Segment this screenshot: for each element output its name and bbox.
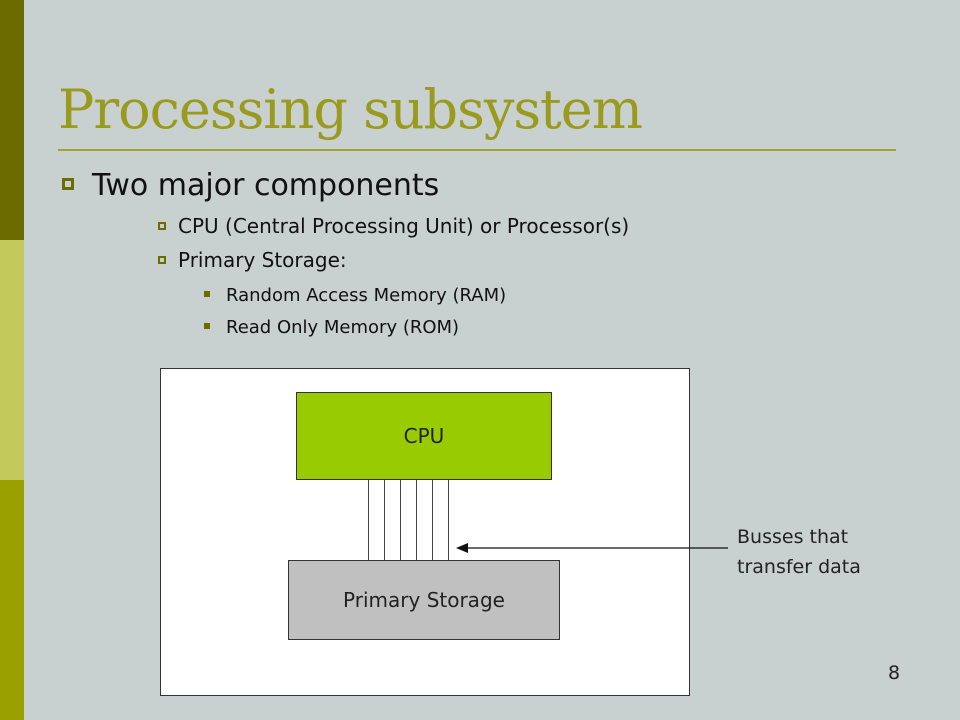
side-stripe-top — [0, 0, 24, 240]
storage-label: Primary Storage — [343, 588, 505, 612]
cpu-label: CPU — [403, 424, 445, 448]
bullet-text: CPU (Central Processing Unit) or Process… — [178, 214, 630, 238]
bullet-level2: Primary Storage: — [158, 248, 347, 272]
filled-square-bullet-icon — [204, 291, 210, 297]
bus-annotation-line1: Busses that — [737, 526, 849, 548]
primary-storage-block: Primary Storage — [288, 560, 560, 640]
bullet-text: Primary Storage: — [178, 248, 347, 272]
bullet-level1: Two major components — [62, 168, 439, 203]
square-bullet-icon — [158, 255, 166, 264]
square-bullet-icon — [62, 177, 74, 190]
side-stripe-bottom — [0, 480, 24, 720]
bullet-text: Read Only Memory (ROM) — [226, 317, 460, 338]
bus-line — [448, 480, 449, 560]
bullet-text: Two major components — [92, 168, 440, 203]
arrow-icon — [456, 543, 728, 553]
bus-annotation-line2: transfer data — [737, 556, 861, 578]
bullet-level3: Read Only Memory (ROM) — [204, 317, 459, 338]
bus-line — [384, 480, 385, 560]
bullet-level3: Random Access Memory (RAM) — [204, 285, 506, 306]
bus-line — [432, 480, 433, 560]
page-number: 8 — [888, 662, 901, 684]
bullet-level2: CPU (Central Processing Unit) or Process… — [158, 214, 629, 238]
bus-line — [368, 480, 369, 560]
filled-square-bullet-icon — [204, 323, 210, 329]
title-divider — [58, 149, 896, 151]
side-stripe-middle — [0, 240, 24, 480]
bullet-text: Random Access Memory (RAM) — [226, 285, 507, 306]
bus-line — [416, 480, 417, 560]
bus-line — [400, 480, 401, 560]
slide-title: Processing subsystem — [58, 78, 643, 141]
cpu-block: CPU — [296, 392, 552, 480]
square-bullet-icon — [158, 221, 166, 230]
bus-annotation: Busses that transfer data — [737, 522, 861, 582]
